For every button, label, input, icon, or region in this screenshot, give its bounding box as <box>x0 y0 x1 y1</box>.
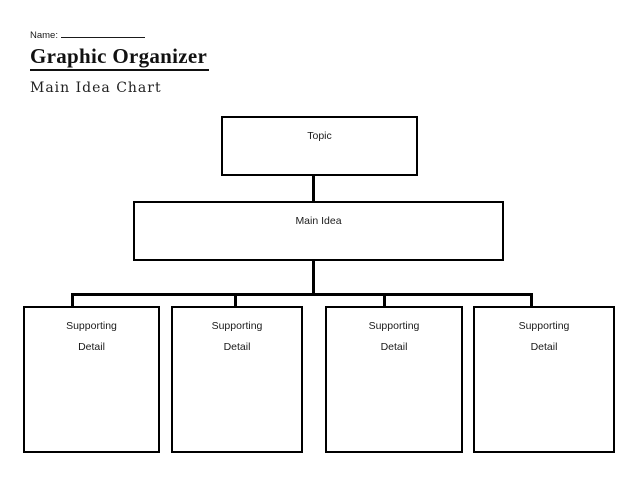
page-title: Graphic Organizer <box>30 45 210 71</box>
supporting-detail-box-4[interactable]: Supporting Detail <box>473 306 615 453</box>
detail-label: Detail <box>223 341 251 353</box>
branch-stub-3 <box>383 293 386 307</box>
topic-label: Topic <box>307 130 332 142</box>
supporting-detail-box-1[interactable]: Supporting Detail <box>23 306 160 453</box>
topic-box[interactable]: Topic <box>221 116 418 176</box>
branch-stub-2 <box>234 293 237 307</box>
branch-rail <box>71 293 533 296</box>
connector-mainidea-to-branch <box>312 260 315 296</box>
supporting-label: Supporting <box>368 320 420 332</box>
branch-stub-1 <box>71 293 74 307</box>
supporting-label: Supporting <box>66 320 117 332</box>
supporting-detail-box-2[interactable]: Supporting Detail <box>171 306 303 453</box>
supporting-label: Supporting <box>518 320 570 332</box>
main-idea-box[interactable]: Main Idea <box>133 201 504 261</box>
branch-stub-4 <box>530 293 533 307</box>
connector-topic-to-mainidea <box>312 175 315 202</box>
main-idea-label: Main Idea <box>295 215 342 227</box>
supporting-label: Supporting <box>211 320 263 332</box>
name-row: Name: <box>30 27 145 42</box>
page-subtitle: Main Idea Chart <box>30 80 162 96</box>
detail-label: Detail <box>380 341 408 353</box>
name-blank-line[interactable] <box>60 27 145 38</box>
detail-label: Detail <box>78 341 105 353</box>
name-label: Name: <box>30 30 58 41</box>
supporting-detail-box-3[interactable]: Supporting Detail <box>325 306 463 453</box>
detail-label: Detail <box>530 341 558 353</box>
